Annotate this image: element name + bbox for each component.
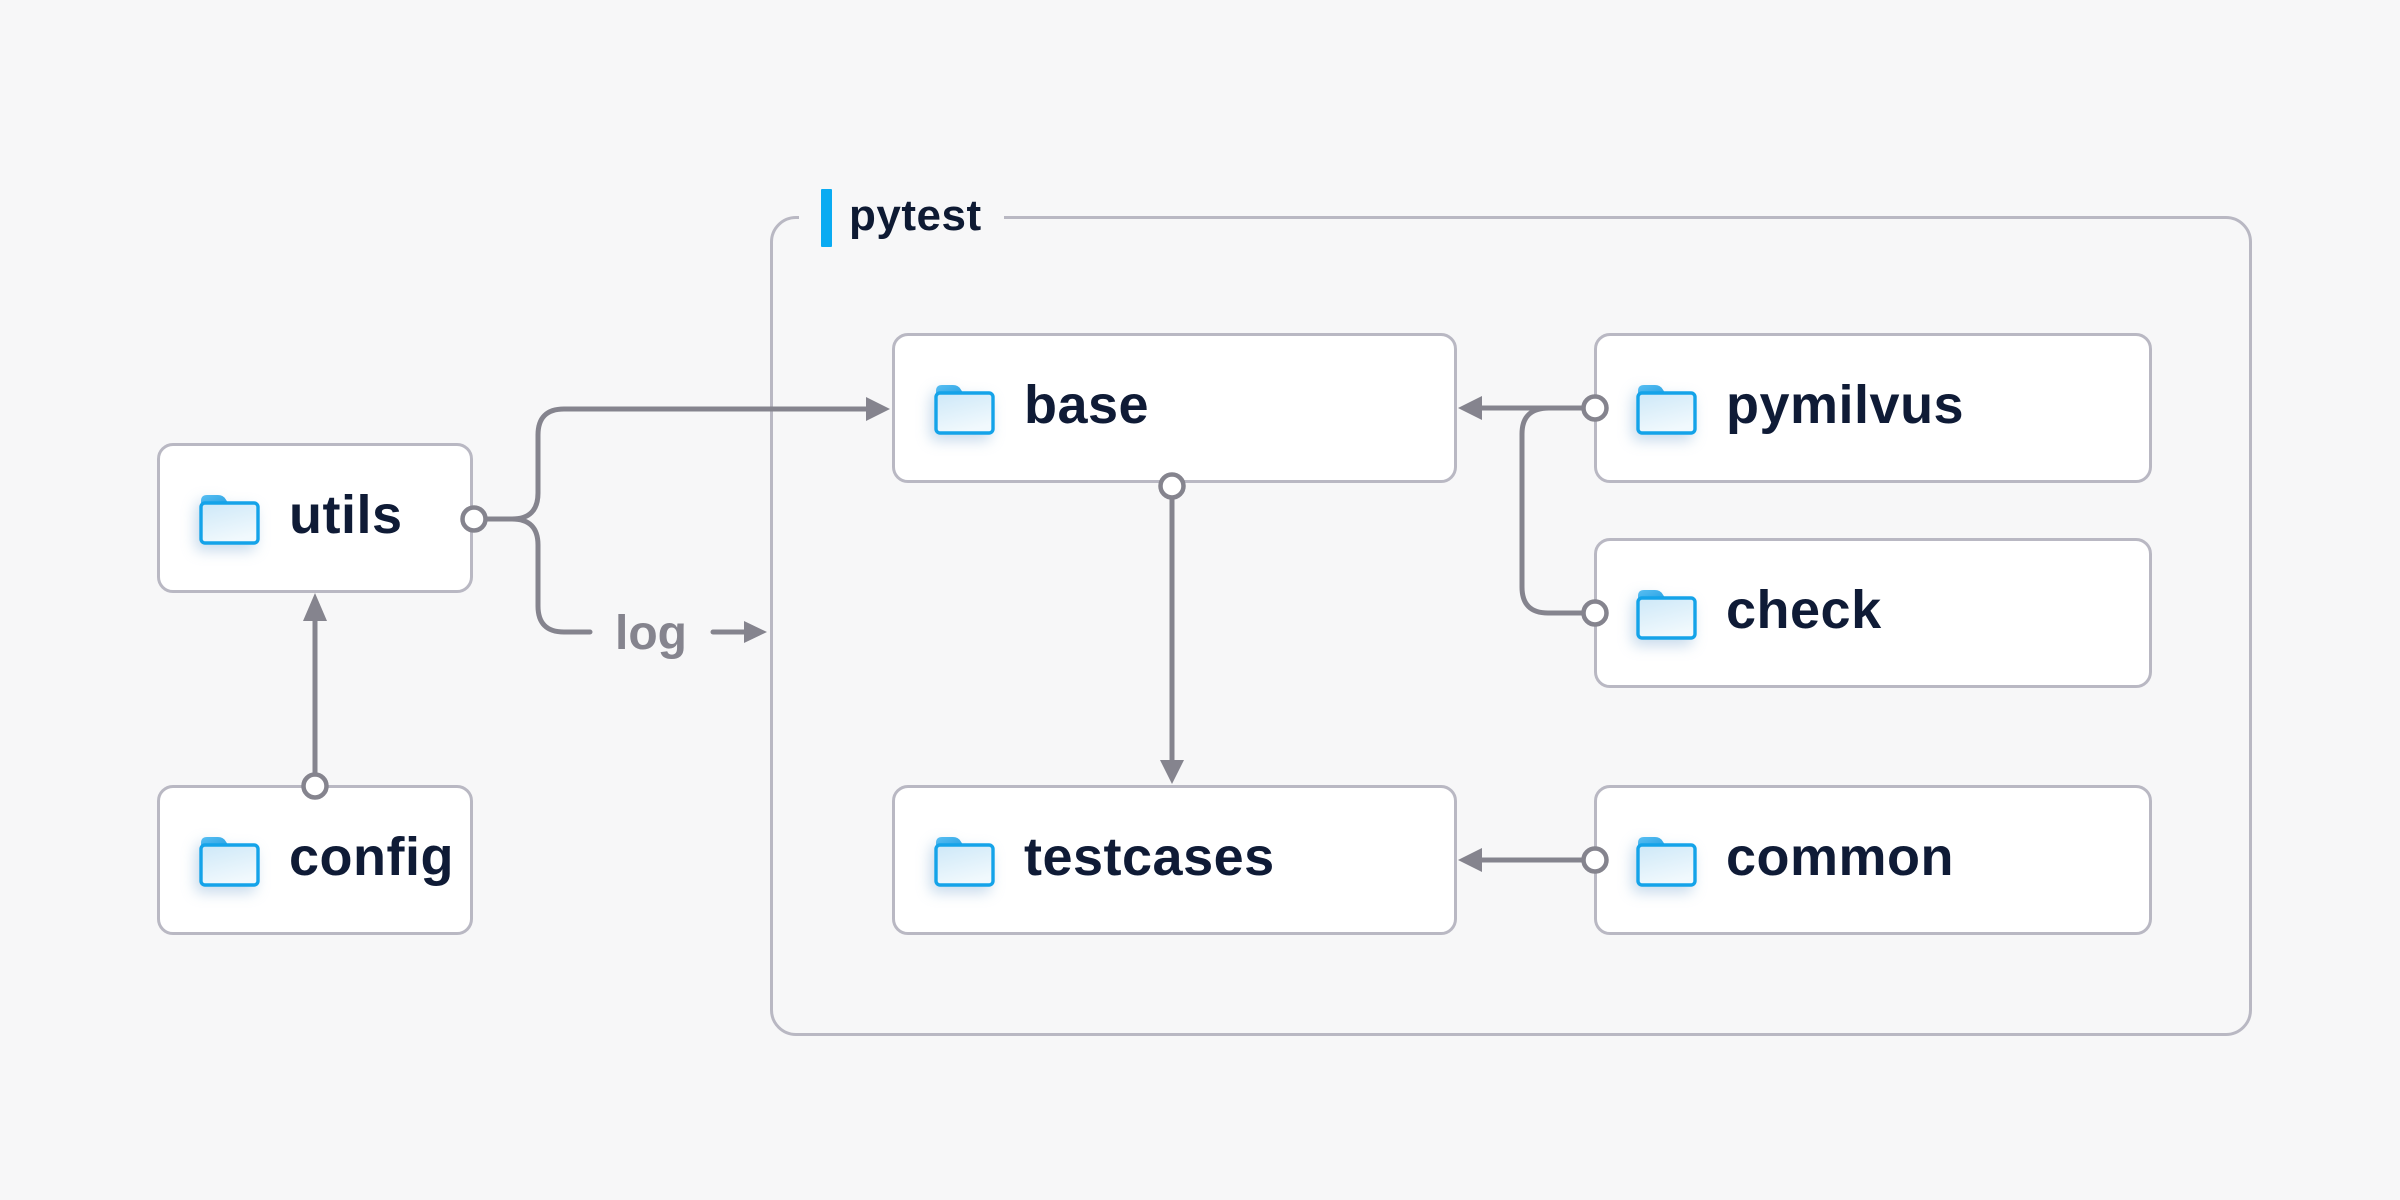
node-check: check	[1594, 538, 2152, 688]
folder-icon	[934, 836, 995, 887]
node-label: utils	[289, 485, 403, 545]
node-label: base	[1024, 375, 1150, 435]
node-label: pymilvus	[1726, 375, 1965, 435]
node-label: check	[1726, 580, 1882, 640]
node-pymilvus: pymilvus	[1594, 333, 2152, 483]
folder-icon	[1636, 589, 1697, 640]
node-base: base	[892, 333, 1457, 483]
node-label: config	[289, 827, 454, 887]
folder-icon	[934, 384, 995, 435]
pytest-group-label: pytest	[799, 183, 1004, 253]
accent-bar	[821, 189, 832, 247]
edge-config-utils	[303, 593, 327, 775]
edge-label-log: log	[615, 607, 687, 660]
pytest-group: pytest	[770, 183, 2252, 1036]
node-common: common	[1594, 785, 2152, 935]
node-config: config	[157, 785, 473, 935]
group-title: pytest	[849, 191, 982, 240]
folder-icon	[1636, 836, 1697, 887]
node-testcases: testcases	[892, 785, 1457, 935]
node-utils: utils	[157, 443, 473, 593]
folder-icon	[199, 494, 260, 545]
folder-icon	[199, 836, 260, 887]
node-label: testcases	[1024, 827, 1275, 887]
folder-icon	[1636, 384, 1697, 435]
node-label: common	[1726, 827, 1955, 887]
